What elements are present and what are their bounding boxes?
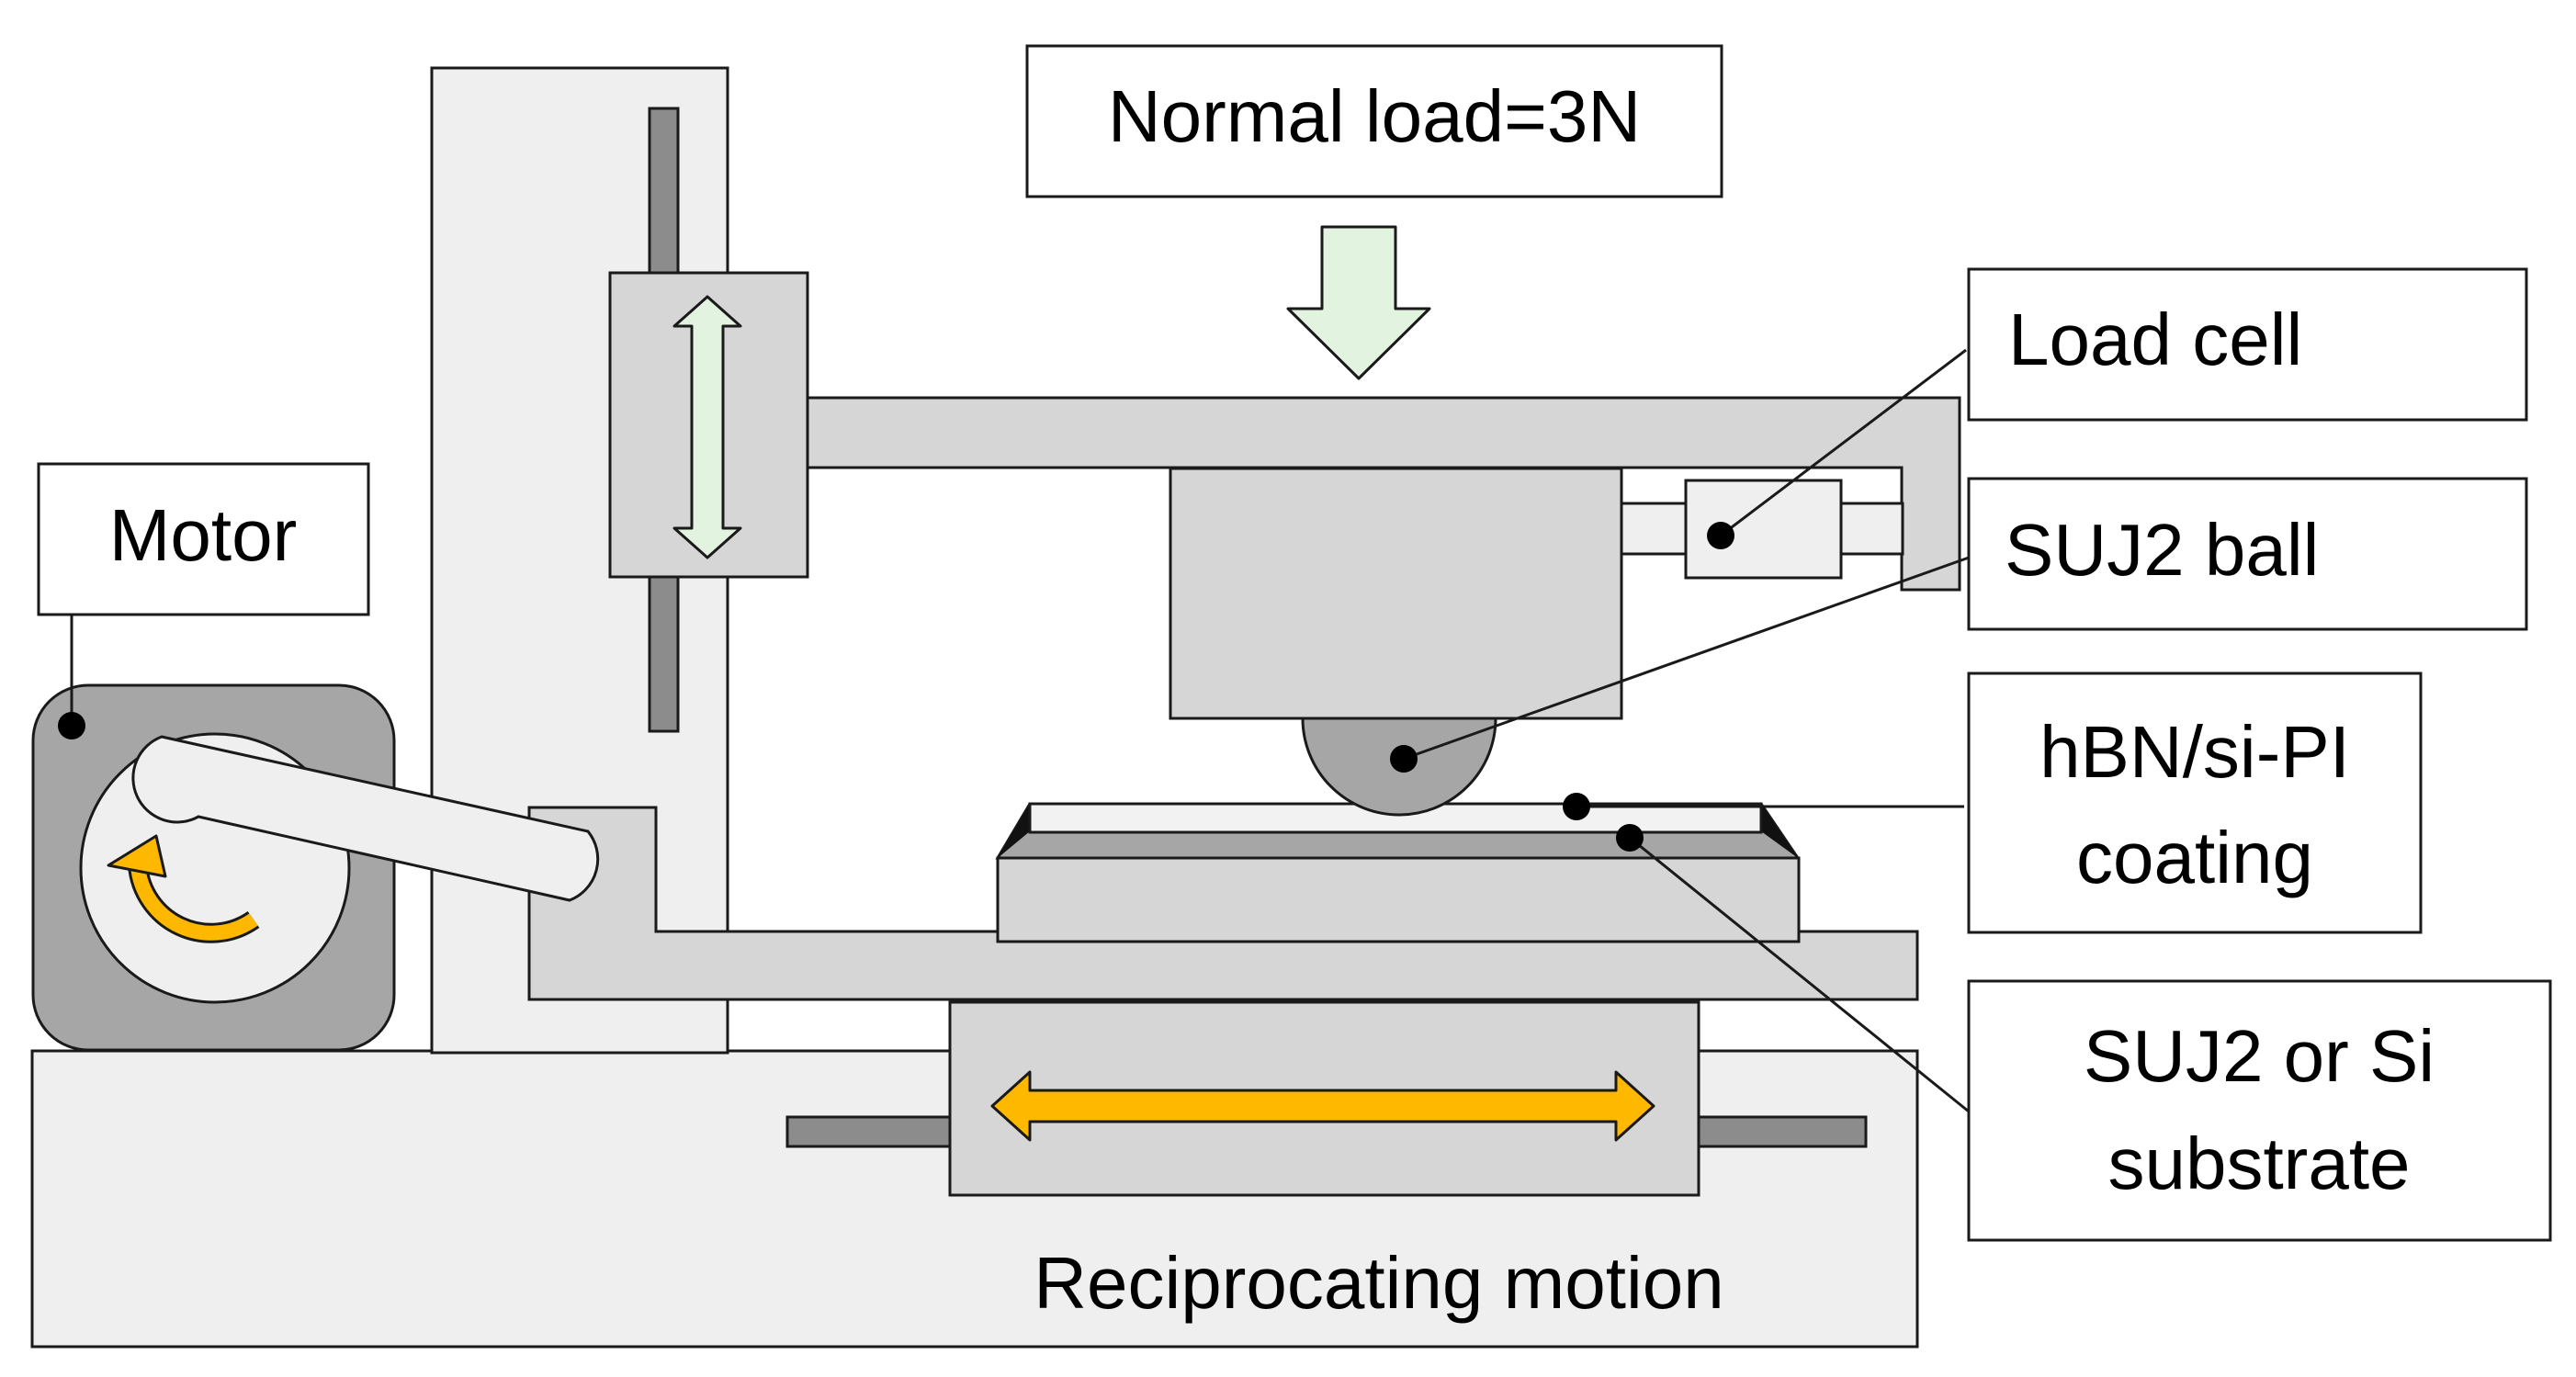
leader-line-substrate — [1629, 836, 1970, 1113]
reciprocating-motion-label: Reciprocating motion — [1034, 1242, 1723, 1324]
leader-dot-substrate — [1616, 824, 1644, 852]
coating-label-line1: hBN/si-PI — [2039, 711, 2350, 793]
sliding-table — [527, 806, 1919, 1001]
motor-label: Motor — [109, 494, 298, 576]
suj2-ball-label: SUJ2 ball — [2005, 509, 2319, 591]
specimen-holder — [996, 856, 1801, 943]
substrate-label-line2: substrate — [2107, 1123, 2410, 1204]
leader-dot-coating — [1563, 793, 1590, 820]
ball-holder — [1169, 467, 1623, 720]
substrate-box — [1967, 979, 2552, 1242]
normal-load-label: Normal load=3N — [1108, 75, 1641, 157]
leader-dot-motor — [58, 712, 85, 739]
load-cell-label: Load cell — [2008, 299, 2302, 380]
rotation-arrow-icon — [107, 834, 260, 943]
substrate-right-edge — [1761, 804, 1798, 858]
normal-load-box — [1025, 44, 1723, 198]
coating-label-line2: coating — [2076, 817, 2313, 898]
coating-box — [1967, 672, 2423, 934]
leader-dot-load-cell — [1707, 522, 1734, 549]
substrate-left-edge — [998, 804, 1030, 858]
substrate-label-line1: SUJ2 or Si — [2084, 1015, 2435, 1097]
vertical-double-arrow-icon — [672, 295, 742, 559]
leader-line-suj2-ball — [1403, 556, 1970, 761]
load-cell-box — [1967, 267, 2528, 422]
crank-arm — [131, 735, 600, 902]
leader-dot-suj2-ball — [1390, 745, 1418, 773]
leader-line-load-cell — [1720, 348, 1967, 537]
motor-box — [37, 462, 370, 616]
down-arrow-icon — [1286, 225, 1431, 380]
horizontal-double-arrow-icon — [990, 1070, 1655, 1142]
suj2-ball-box — [1967, 477, 2528, 631]
